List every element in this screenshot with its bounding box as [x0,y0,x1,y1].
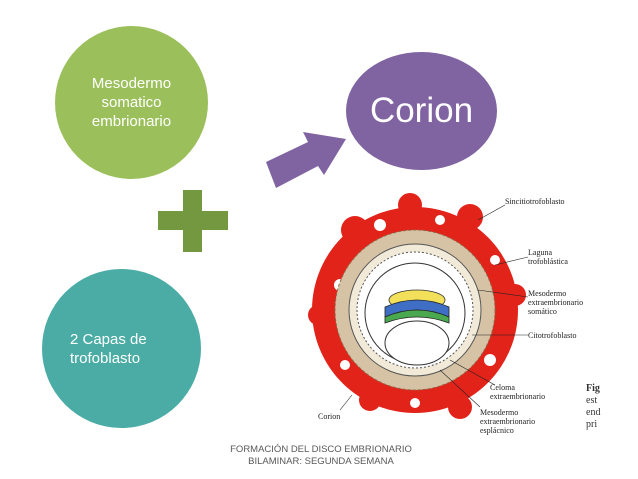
trofoblasto-label: 2 Capas de trofoblasto [70,330,147,367]
label-corion-figure: Corion [318,412,340,421]
caption-line-2: BILAMINAR: SEGUNDA SEMANA [248,456,394,467]
embryo-figure: Sincitiotrofoblasto Laguna trofoblástica… [308,193,600,435]
label-laguna-2: trofoblástica [528,257,568,266]
arrow-right-icon [266,132,346,188]
plus-icon [158,190,228,252]
label-sincitiotrofoblasto: Sincitiotrofoblasto [505,197,565,206]
caption-line-1: FORMACIÓN DEL DISCO EMBRIONARIO [230,444,412,455]
corion-label: Corion [369,91,474,130]
label-celoma-1: Celoma [490,383,515,392]
caption: FORMACIÓN DEL DISCO EMBRIONARIO BILAMINA… [224,444,418,468]
mesodermo-circle: Mesodermo somatico embrionario [55,26,208,179]
hypoblast-layer [384,309,450,324]
fig-side-text-4: pri [586,419,597,430]
label-meso-espl-1: Mesodermo [480,408,518,417]
trofoblasto-circle: 2 Capas de trofoblasto [42,269,201,428]
fig-side-text-1: Fig [586,383,600,394]
corion-circle: Corion [346,52,497,170]
label-meso-extra-2: extraembrionario [528,298,583,307]
label-meso-extra-1: Mesodermo [528,289,566,298]
label-citotrofoblasto: Citotrofoblasto [528,331,576,340]
label-meso-espl-2: extraembrionario [480,417,535,426]
fig-side-text-3: end [586,407,600,418]
yolk-sac [384,320,450,366]
label-meso-extra-3: somático [528,307,557,316]
label-laguna-1: Laguna [528,248,552,257]
fig-side-text-2: est [586,395,597,406]
mesodermo-label: Mesodermo somatico embrionario [91,75,172,130]
plus-horizontal-bar [158,211,228,230]
label-celoma-2: extraembrionario [490,392,545,401]
leader-lines [339,204,529,411]
label-meso-espl-3: esplácnico [480,426,514,435]
